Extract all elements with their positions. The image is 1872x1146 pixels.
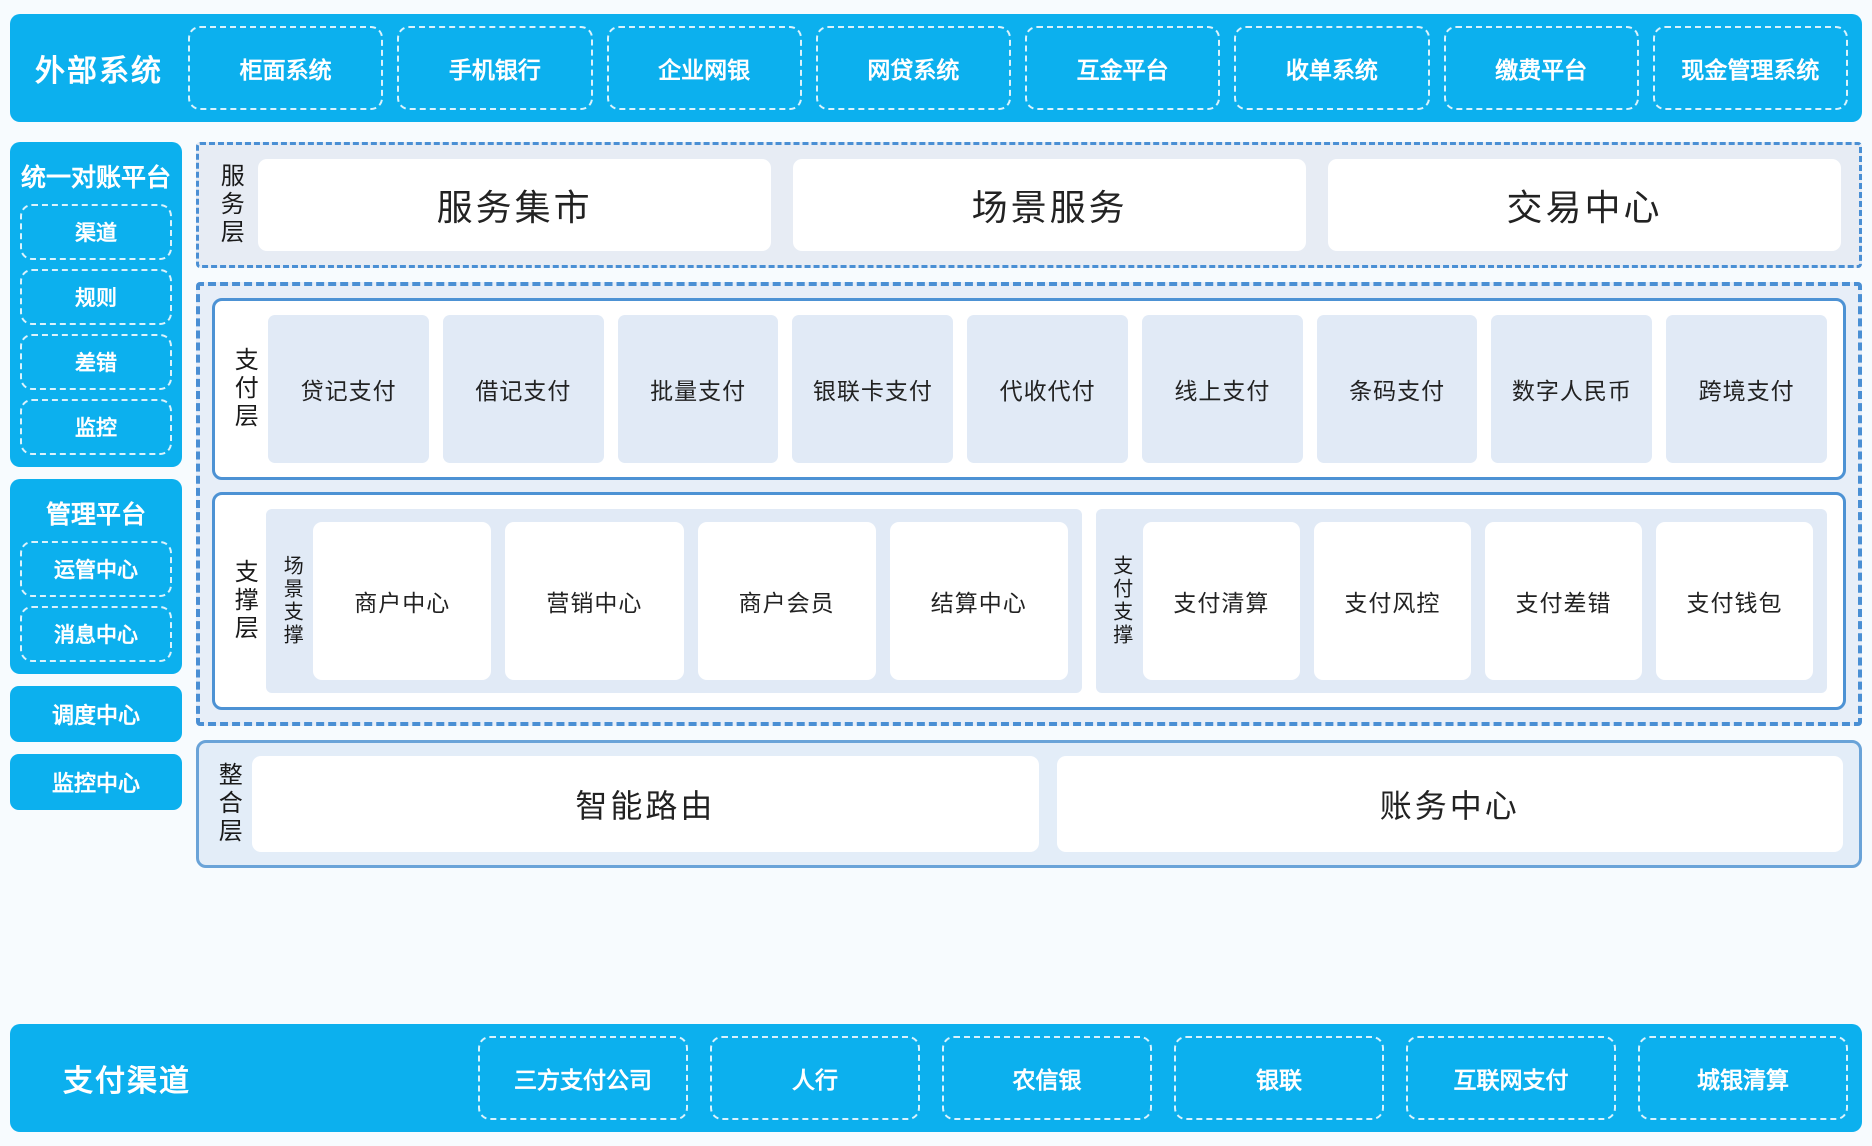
support-card-merchant-member[interactable]: 商户会员 (697, 522, 876, 680)
integration-card-accounting-center[interactable]: 账务中心 (1056, 756, 1843, 852)
reconciliation-item-monitor[interactable]: 监控 (20, 399, 172, 455)
payment-card-digital-rmb[interactable]: 数字人民币 (1491, 315, 1653, 463)
reconciliation-item-error[interactable]: 差错 (20, 334, 172, 390)
reconciliation-platform-title: 统一对账平台 (20, 164, 171, 192)
external-system-item[interactable]: 网贷系统 (815, 26, 1011, 110)
external-systems-list: 柜面系统 手机银行 企业网银 网贷系统 互金平台 收单系统 缴费平台 现金管理系… (188, 26, 1848, 110)
management-platform-panel: 管理平台 运管中心 消息中心 (10, 479, 182, 674)
management-item-operations-center[interactable]: 运管中心 (20, 541, 172, 597)
monitoring-center-block[interactable]: 监控中心 (10, 754, 182, 810)
service-card-transaction-center[interactable]: 交易中心 (1328, 159, 1841, 251)
external-systems-title: 外部系统 (35, 55, 163, 88)
payment-card-credit[interactable]: 贷记支付 (268, 315, 429, 463)
main-architecture-stack: 服务层 服务集市 场景服务 交易中心 支付层 贷记支付 借记支付 批量支付 银联… (196, 142, 1862, 868)
external-system-item[interactable]: 现金管理系统 (1652, 26, 1848, 110)
external-system-item[interactable]: 收单系统 (1234, 26, 1430, 110)
external-system-item[interactable]: 互金平台 (1025, 26, 1221, 110)
service-card-scenario[interactable]: 场景服务 (793, 159, 1307, 251)
integration-layer-section: 整合层 智能路由 账务中心 (196, 740, 1862, 868)
support-card-payment-wallet[interactable]: 支付钱包 (1655, 522, 1814, 680)
service-card-marketplace[interactable]: 服务集市 (258, 159, 772, 251)
service-layer-list: 服务集市 场景服务 交易中心 (258, 159, 1841, 251)
external-system-item[interactable]: 企业网银 (606, 26, 802, 110)
external-system-item[interactable]: 柜面系统 (188, 26, 384, 110)
external-systems-section: 外部系统 柜面系统 手机银行 企业网银 网贷系统 互金平台 收单系统 缴费平台 … (10, 14, 1862, 122)
payment-card-batch[interactable]: 批量支付 (617, 315, 779, 463)
payment-card-online[interactable]: 线上支付 (1141, 315, 1303, 463)
payment-channel-unionpay[interactable]: 银联 (1174, 1036, 1384, 1120)
payment-channel-city-bank-clearing[interactable]: 城银清算 (1638, 1036, 1848, 1120)
support-card-payment-risk[interactable]: 支付风控 (1313, 522, 1471, 680)
left-sidebar: 统一对账平台 渠道 规则 差错 监控 管理平台 运管中心 消息中心 调度中心 监… (10, 142, 182, 822)
payment-card-cross-border[interactable]: 跨境支付 (1666, 315, 1827, 463)
support-card-marketing-center[interactable]: 营销中心 (505, 522, 684, 680)
payment-channel-internet-payment[interactable]: 互联网支付 (1406, 1036, 1616, 1120)
integration-card-smart-routing[interactable]: 智能路由 (252, 756, 1039, 852)
payment-card-debit[interactable]: 借记支付 (442, 315, 604, 463)
payment-channel-rcc[interactable]: 农信银 (942, 1036, 1152, 1120)
support-group-payment: 支付支撑 支付清算 支付风控 支付差错 支付钱包 (1095, 509, 1827, 693)
support-group-payment-label: 支付支撑 (1109, 555, 1132, 647)
payment-card-barcode[interactable]: 条码支付 (1316, 315, 1478, 463)
payment-channels-list: 三方支付公司 人行 农信银 银联 互联网支付 城银清算 (244, 1036, 1848, 1120)
payment-layer-label: 支付层 (230, 347, 258, 431)
support-group-scenario-label: 场景支撑 (280, 555, 303, 647)
payment-card-collection-payment[interactable]: 代收代付 (967, 315, 1128, 463)
payment-layer-list: 贷记支付 借记支付 批量支付 银联卡支付 代收代付 线上支付 条码支付 数字人民… (268, 315, 1827, 463)
support-group-payment-list: 支付清算 支付风控 支付差错 支付钱包 (1142, 522, 1814, 680)
support-card-merchant-center[interactable]: 商户中心 (313, 522, 492, 680)
management-item-message-center[interactable]: 消息中心 (20, 606, 172, 662)
payment-channel-third-party[interactable]: 三方支付公司 (478, 1036, 688, 1120)
support-group-scenario-list: 商户中心 营销中心 商户会员 结算中心 (313, 522, 1068, 680)
external-system-item[interactable]: 手机银行 (397, 26, 593, 110)
support-group-scenario: 场景支撑 商户中心 营销中心 商户会员 结算中心 (266, 509, 1082, 693)
support-layer-label: 支撑层 (230, 559, 258, 643)
support-card-payment-error[interactable]: 支付差错 (1484, 522, 1642, 680)
support-card-payment-clearing[interactable]: 支付清算 (1142, 522, 1300, 680)
scheduling-center-block[interactable]: 调度中心 (10, 686, 182, 742)
integration-layer-list: 智能路由 账务中心 (252, 756, 1843, 852)
payment-card-unionpay[interactable]: 银联卡支付 (792, 315, 954, 463)
external-system-item[interactable]: 缴费平台 (1443, 26, 1639, 110)
core-layers-container: 支付层 贷记支付 借记支付 批量支付 银联卡支付 代收代付 线上支付 条码支付 … (196, 282, 1862, 726)
payment-layer-section: 支付层 贷记支付 借记支付 批量支付 银联卡支付 代收代付 线上支付 条码支付 … (212, 298, 1846, 480)
reconciliation-platform-panel: 统一对账平台 渠道 规则 差错 监控 (10, 142, 182, 467)
support-layer-section: 支撑层 场景支撑 商户中心 营销中心 商户会员 结算中心 支付支撑 (212, 492, 1846, 710)
support-layer-groups: 场景支撑 商户中心 营销中心 商户会员 结算中心 支付支撑 支付清算 支付风控 (266, 509, 1827, 693)
reconciliation-item-rule[interactable]: 规则 (20, 269, 172, 325)
management-platform-title: 管理平台 (45, 501, 146, 529)
support-card-settlement-center[interactable]: 结算中心 (889, 522, 1068, 680)
payment-channels-section: 支付渠道 三方支付公司 人行 农信银 银联 互联网支付 城银清算 (10, 1024, 1862, 1132)
service-layer-section: 服务层 服务集市 场景服务 交易中心 (196, 142, 1862, 268)
reconciliation-item-channel[interactable]: 渠道 (20, 204, 172, 260)
payment-channel-pboc[interactable]: 人行 (710, 1036, 920, 1120)
service-layer-label: 服务层 (216, 163, 244, 247)
payment-channels-title: 支付渠道 (63, 1065, 191, 1098)
integration-layer-label: 整合层 (214, 762, 242, 846)
